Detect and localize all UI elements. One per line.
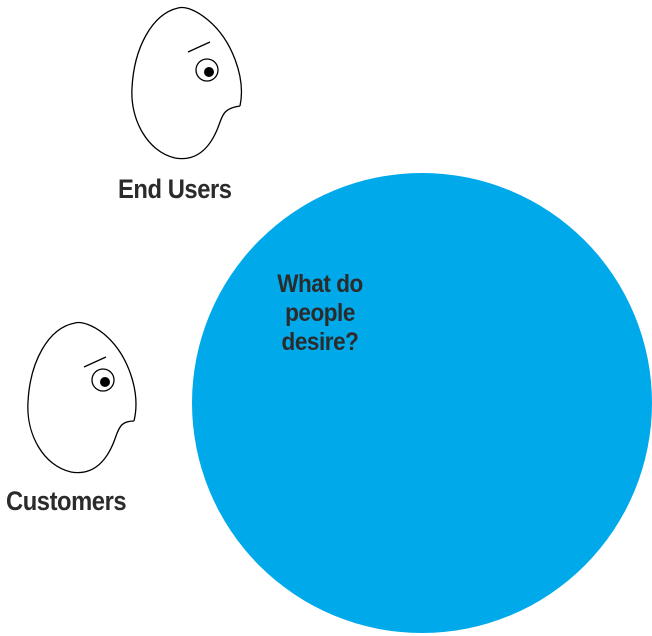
- customers-face-icon: [27, 321, 137, 474]
- customers-eyebrow: [83, 356, 107, 368]
- end-users-face-icon: [131, 6, 242, 160]
- customers-pupil: [100, 377, 110, 387]
- end-users-pupil: [204, 67, 214, 77]
- customers-head-outline: [27, 321, 137, 474]
- end-users-eyebrow: [187, 41, 211, 53]
- desirability-question: What do people desire?: [277, 270, 363, 356]
- customers-label: Customers: [6, 486, 127, 516]
- end-users-head-outline: [131, 6, 242, 160]
- desirability-circle: [192, 173, 652, 633]
- end-users-label: End Users: [118, 174, 232, 204]
